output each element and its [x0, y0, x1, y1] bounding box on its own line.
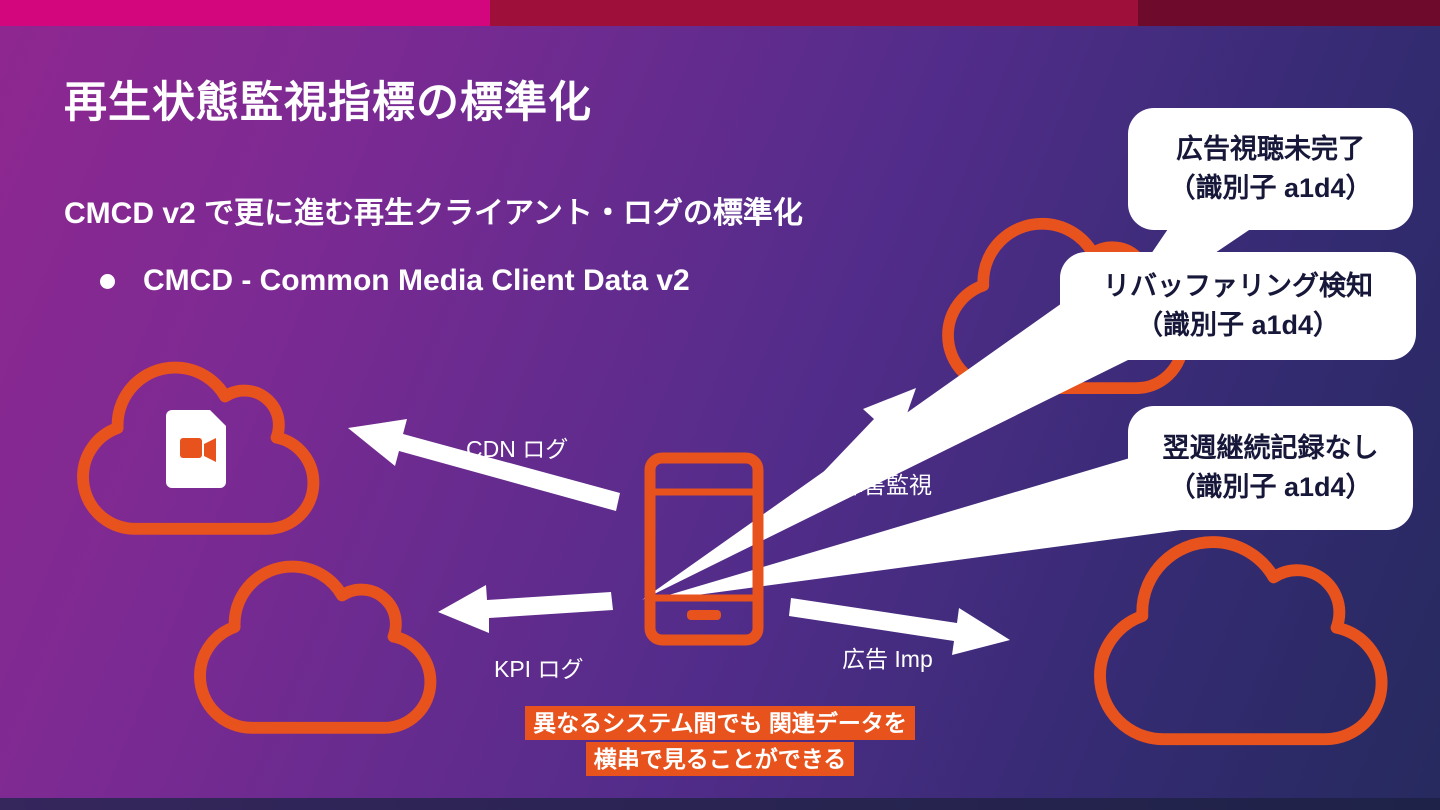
callout-ad-incomplete: 広告視聴未完了 （識別子 a1d4） [1128, 108, 1413, 230]
bottom-caption: 異なるシステム間でも 関連データを 横串で見ることができる [470, 706, 970, 778]
bottom-accent-bar [0, 798, 1440, 810]
callout-line: リバッファリング検知 [1103, 271, 1373, 301]
callout-line: 広告視聴未完了 [1176, 134, 1365, 164]
label-ad-imp: 広告 Imp [842, 646, 933, 672]
caption-line-2: 横串で見ることができる [585, 742, 855, 776]
callout-line: 翌週継続記録なし [1162, 433, 1379, 463]
arrow-kpi-log [438, 585, 613, 633]
caption-line-1: 異なるシステム間でも 関連データを [525, 706, 915, 740]
callout-line: （識別子 a1d4） [1135, 310, 1341, 340]
top-bar-segment-crimson [490, 0, 1138, 26]
top-accent-bar [0, 0, 1440, 26]
callout-no-retention: 翌週継続記録なし （識別子 a1d4） [1128, 406, 1413, 530]
callout-rebuffering: リバッファリング検知 （識別子 a1d4） [1060, 252, 1416, 360]
arrow-cdn-log [348, 419, 620, 511]
video-file-icon [166, 410, 226, 488]
slide-subtitle: CMCD v2 で更に進む再生クライアント・ログの標準化 [64, 197, 803, 230]
arrow-ad-imp [789, 598, 1010, 655]
bullet-item: CMCD - Common Media Client Data v2 [100, 264, 690, 298]
top-bar-segment-maroon [1138, 0, 1440, 26]
bullet-text: CMCD - Common Media Client Data v2 [143, 264, 690, 297]
top-bar-segment-pink [0, 0, 490, 26]
callout-line: （識別子 a1d4） [1168, 472, 1373, 502]
label-fault-monitoring: 障害監視 [840, 472, 932, 498]
label-kpi-log: KPI ログ [494, 656, 584, 682]
cloud-icon-ad [1100, 542, 1382, 739]
callout-line: （識別子 a1d4） [1168, 173, 1373, 203]
cloud-icon-kpi [200, 567, 430, 728]
bullet-dot [100, 273, 115, 289]
label-cdn-log: CDN ログ [466, 436, 569, 462]
speech-bubble-tail-3 [645, 455, 1196, 602]
page-title: 再生状態監視指標の標準化 [64, 79, 592, 127]
smartphone-icon [644, 452, 764, 646]
